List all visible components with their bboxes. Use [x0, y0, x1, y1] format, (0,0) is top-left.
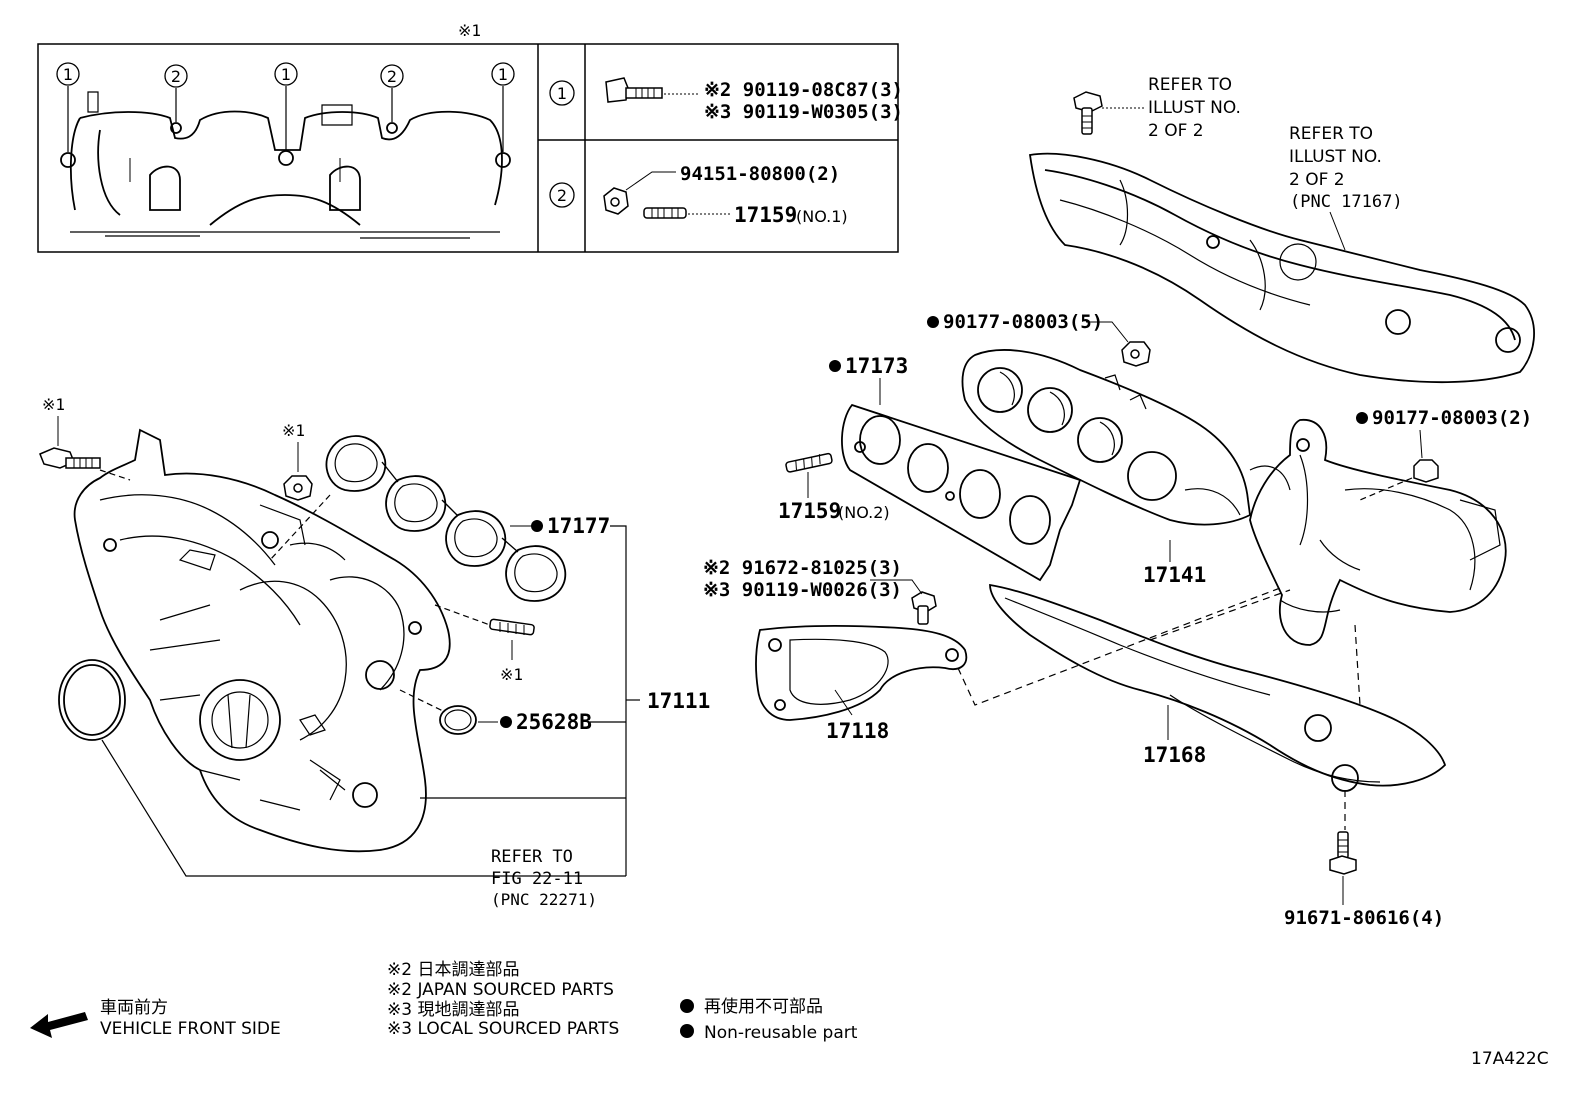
flange-marker-3: 1 — [281, 65, 291, 84]
part-90177-2: 90177-08003(2) — [1372, 407, 1532, 429]
part-91671: 91671-80616(4) — [1284, 907, 1444, 929]
intake-nut-icon — [283, 475, 313, 501]
legend-front-jp: 車両前方 — [100, 998, 168, 1018]
legend-front-en: VEHICLE FRONT SIDE — [100, 1019, 281, 1039]
refer-shield-line-3: 2 OF 2 — [1148, 121, 1204, 141]
nut-icon — [603, 187, 629, 215]
intake-gasket — [325, 435, 567, 602]
refer-17167-line-1: REFER TO — [1289, 124, 1373, 144]
flange-sketch — [60, 86, 511, 239]
exhaust-gasket — [841, 403, 1082, 582]
legend-note-2-en: ※2 JAPAN SOURCED PARTS — [387, 980, 614, 1000]
refer-22271-line-1: REFER TO — [491, 847, 573, 867]
converter-nut-icon — [1413, 459, 1439, 483]
non-reusable-dot-icon — [680, 999, 694, 1013]
flange-bolt-icon — [605, 77, 663, 103]
part-17111: 17111 — [647, 689, 710, 713]
shield-lower-bolt-icon — [1329, 831, 1357, 875]
note-x1-nut: ※1 — [282, 421, 305, 440]
part-17118: 17118 — [826, 719, 889, 743]
refer-17167-line-2: ILLUST NO. — [1289, 147, 1382, 167]
table-row-2-nut: 94151-80800(2) — [680, 163, 840, 185]
note-x1-stud: ※1 — [500, 665, 523, 684]
legend: 車両前方 VEHICLE FRONT SIDE ※2 日本調達部品 ※2 JAP… — [30, 960, 1549, 1069]
non-reusable-dot-icon-2 — [680, 1024, 694, 1038]
refer-22271-line-2: FIG 22-11 — [491, 869, 583, 889]
manifold-nut-icon — [1121, 341, 1151, 367]
part-17173: 17173 — [845, 354, 908, 378]
intake-manifold — [73, 428, 451, 853]
intake-bolt-icon — [39, 447, 101, 469]
connection-lines-right — [957, 587, 1361, 830]
part-91672-a: ※2 91672-81025(3) — [703, 557, 902, 579]
refer-shield-line-2: ILLUST NO. — [1148, 98, 1241, 118]
flange-marker-4: 2 — [387, 67, 397, 86]
stud-icon — [643, 207, 687, 219]
legend-note-2-jp: ※2 日本調達部品 — [387, 960, 519, 980]
refer-22271-line-3: (PNC 22271) — [491, 890, 597, 909]
flange-marker-1: 1 — [63, 65, 73, 84]
part-17159-no2: 17159 — [778, 499, 841, 523]
part-17141: 17141 — [1143, 563, 1206, 587]
flange-marker-5: 1 — [498, 65, 508, 84]
refer-shield-line-1: REFER TO — [1148, 75, 1232, 95]
table-row-1-key: 1 — [557, 84, 567, 103]
legend-note-3-jp: ※3 現地調達部品 — [387, 1000, 519, 1020]
part-91672-b: ※3 90119-W0026(3) — [703, 579, 902, 601]
stud-no2-icon — [785, 452, 833, 473]
bracket — [755, 625, 968, 721]
catalytic-converter — [1249, 419, 1507, 646]
part-17177: 17177 — [547, 514, 610, 538]
legend-nonreuse-jp: 再使用不可部品 — [704, 996, 823, 1017]
lower-heat-shield — [989, 583, 1447, 792]
exhaust-manifold — [961, 349, 1291, 526]
part-90177-5: 90177-08003(5) — [943, 311, 1103, 333]
part-17159-no2-note: (NO.2) — [838, 503, 890, 522]
front-arrow-icon — [30, 1012, 88, 1038]
table-row-2-stud: 17159 — [734, 203, 797, 227]
bracket-bolt-icon — [911, 591, 937, 625]
shield-bolt-icon — [1073, 91, 1103, 135]
part-25628B: 25628B — [516, 710, 592, 734]
legend-nonreuse-en: Non-reusable part — [704, 1023, 858, 1043]
upper-heat-shield — [1028, 152, 1535, 384]
table-row-2-stud-note: (NO.1) — [796, 207, 848, 226]
refer-17167-line-4: (PNC 17167) — [1290, 192, 1403, 212]
table-row-1-line-2: ※3 90119-W0305(3) — [704, 101, 903, 123]
small-o-ring — [439, 705, 477, 735]
table-header-note: ※1 — [458, 21, 481, 40]
legend-note-3-en: ※3 LOCAL SOURCED PARTS — [387, 1019, 619, 1039]
refer-17167-line-3: 2 OF 2 — [1289, 170, 1345, 190]
part-17168: 17168 — [1143, 743, 1206, 767]
flange-markers: 1 2 1 2 1 — [56, 62, 515, 88]
table-row-2-key: 2 — [557, 186, 567, 205]
table-row-1-line-1: ※2 90119-08C87(3) — [704, 79, 903, 101]
figure-id: 17A422C — [1471, 1049, 1549, 1069]
flange-marker-2: 2 — [171, 67, 181, 86]
throttle-gasket — [58, 659, 126, 741]
fastener-table: ※1 — [37, 21, 903, 253]
note-x1-bolt: ※1 — [42, 395, 65, 414]
intake-stud-icon — [489, 618, 535, 636]
